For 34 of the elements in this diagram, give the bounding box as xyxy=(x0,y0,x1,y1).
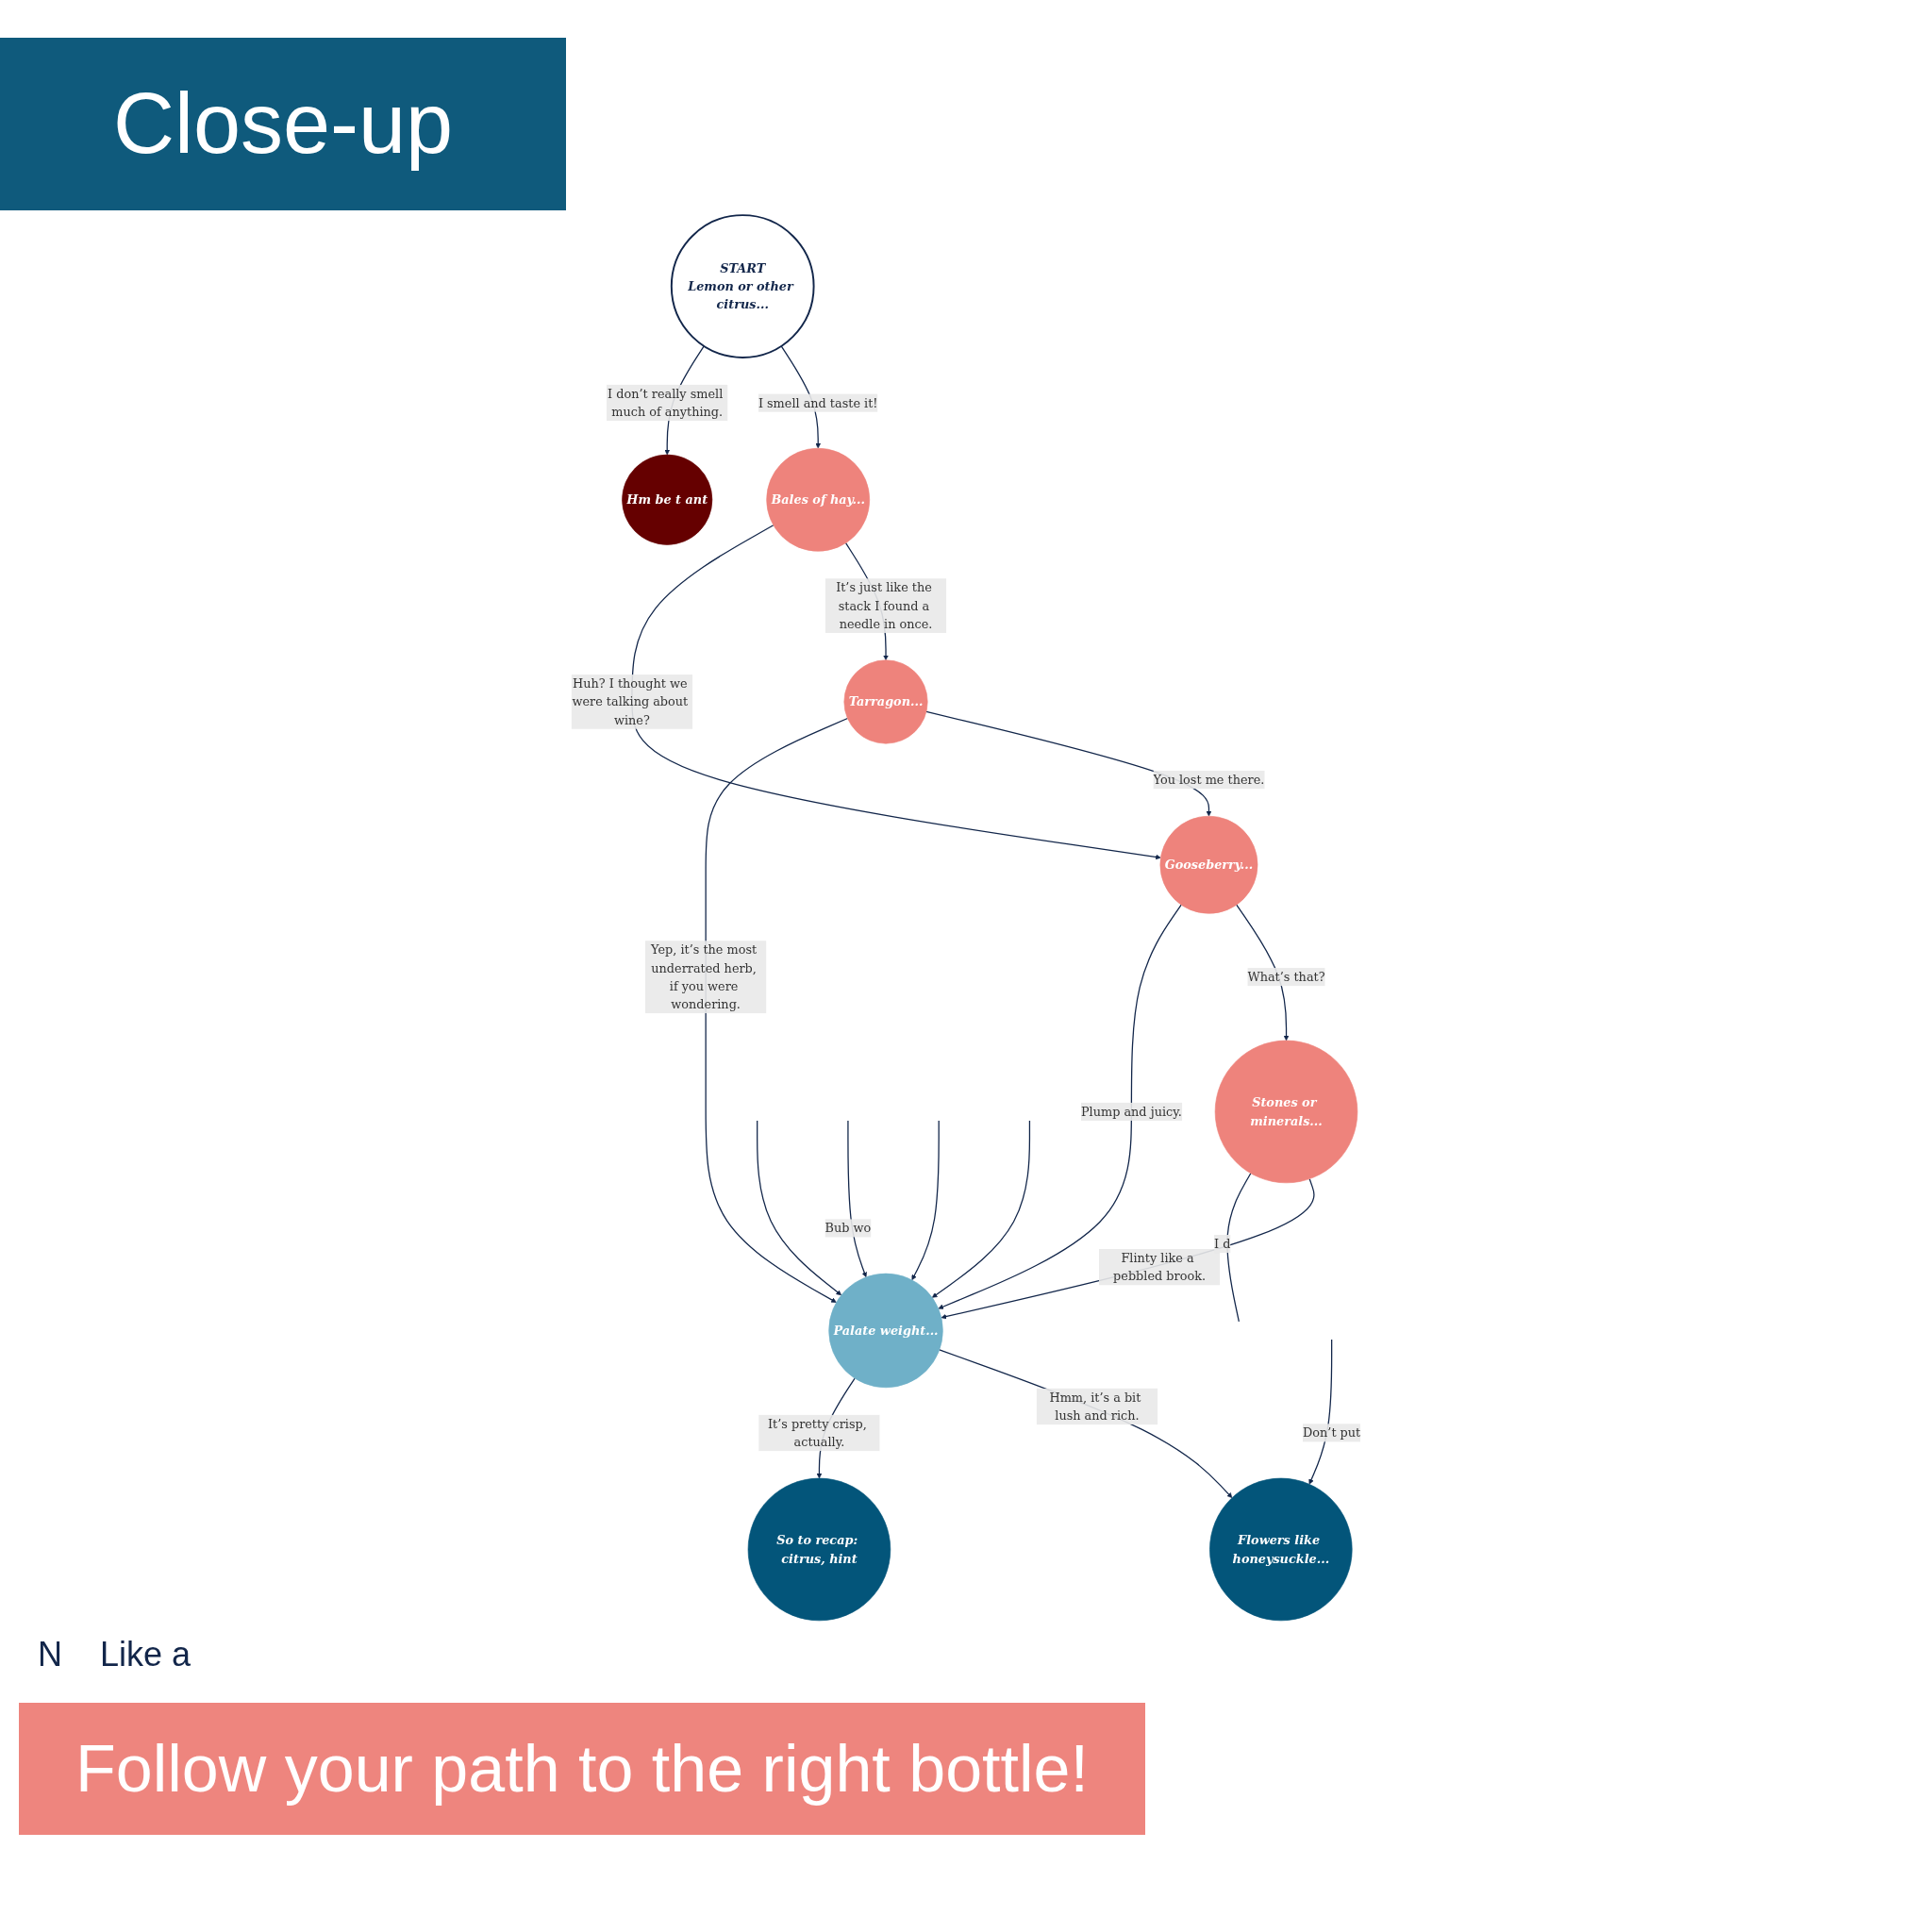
node-circle: Palate weight... xyxy=(828,1273,943,1389)
edge-label: Huh? I thought we were talking about wine? xyxy=(572,676,689,727)
edge-label: Plump and juicy. xyxy=(1080,1104,1182,1120)
arrow xyxy=(938,904,1182,1309)
edge-label: What’s that? xyxy=(1247,969,1325,985)
edge-label: I smell and taste it! xyxy=(758,395,878,410)
arrow xyxy=(757,1120,842,1296)
edge-label: I don’t really smell much of anything. xyxy=(608,386,724,420)
edge-label: It’s just like the stack I found a needle in once. xyxy=(836,580,933,631)
arrow xyxy=(1236,904,1290,1041)
arrow xyxy=(911,1120,940,1281)
arrow xyxy=(631,525,1161,860)
node-circle: Hm be t ant xyxy=(622,454,713,545)
edge-label: Yep, it’s the most underrated herb, if you were wondering. xyxy=(651,942,758,1012)
node-circle: Bales of hay... xyxy=(766,447,871,552)
node-circle: Stones or minerals... xyxy=(1214,1040,1358,1184)
edge-label: Don’t put xyxy=(1303,1425,1361,1441)
node-circle: Flowers like honeysuckle... xyxy=(1209,1477,1353,1622)
title-banner: Close-up xyxy=(0,38,567,210)
edge-label: Flinty like a pebbled brook. xyxy=(1113,1250,1206,1284)
edge-label: You lost me there. xyxy=(1153,772,1265,788)
fragment-text: Like a xyxy=(100,1635,192,1674)
fragment-text: N xyxy=(38,1635,62,1674)
node-circle: Tarragon... xyxy=(843,659,928,744)
edge-label: I d xyxy=(1214,1236,1231,1252)
node-circle: START Lemon or other citrus... xyxy=(670,214,815,358)
node-circle: So to recap: citrus, hint xyxy=(747,1477,891,1622)
node-circle: Gooseberry... xyxy=(1159,815,1258,914)
arrow xyxy=(931,1120,1031,1298)
caption-banner: Follow your path to the right bottle! xyxy=(19,1703,1145,1835)
edge-label: Hmm, it’s a bit lush and rich. xyxy=(1049,1390,1141,1424)
arrow xyxy=(705,717,849,1303)
edge-label: Bub wo xyxy=(824,1221,872,1236)
edge-label: It’s pretty crisp, actually. xyxy=(767,1416,867,1450)
